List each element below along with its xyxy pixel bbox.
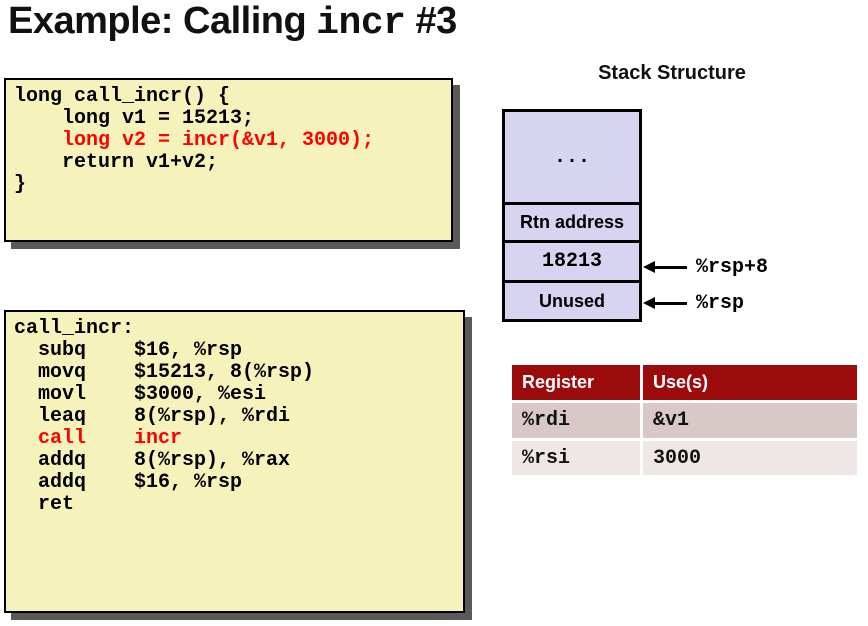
pointer-label: %rsp+8 [696, 255, 769, 279]
register-table-header-register: Register [512, 365, 640, 400]
assembly-code-block: call_incr: subq $16, %rsp movq $15213, 8… [4, 310, 465, 613]
register-table-cell: &v1 [643, 403, 857, 438]
pointer-label: %rsp [696, 291, 745, 315]
pointer-rsp: %rsp [643, 291, 745, 315]
code-line: movl $3000, %esi [14, 383, 267, 406]
stack-cell-ellipsis: ... [505, 112, 639, 202]
title-suffix: #3 [405, 0, 458, 42]
stack-structure-heading: Stack Structure [598, 62, 746, 84]
code-line: addq 8(%rsp), %rax [14, 449, 291, 472]
code-line: movq $15213, 8(%rsp) [14, 361, 315, 384]
register-table-cell: %rdi [512, 403, 640, 438]
stack-diagram: ... Rtn address 18213 Unused [502, 109, 642, 322]
code-line: addq $16, %rsp [14, 471, 243, 494]
code-line: long v1 = 15213; [14, 107, 255, 130]
title-prefix: Example: Calling [8, 0, 317, 42]
left-arrow-icon [643, 297, 687, 309]
title-code-word: incr [316, 2, 406, 45]
code-line: long call_incr() { [14, 85, 231, 108]
code-line-highlighted: call incr [14, 427, 183, 450]
left-arrow-icon [643, 261, 687, 273]
stack-cell-unused: Unused [505, 280, 639, 319]
register-table-cell: 3000 [643, 441, 857, 475]
code-line: leaq 8(%rsp), %rdi [14, 405, 291, 428]
register-table-cell: %rsi [512, 441, 640, 475]
page-title: Example: Calling incr #3 [8, 0, 457, 45]
code-line: ret [14, 493, 75, 516]
pointer-rsp-plus-8: %rsp+8 [643, 255, 769, 279]
code-line: call_incr: [14, 317, 135, 340]
code-line: subq $16, %rsp [14, 339, 243, 362]
c-code-block: long call_incr() { long v1 = 15213; long… [4, 78, 453, 242]
stack-cell-value: 18213 [505, 240, 639, 280]
code-line: } [14, 173, 27, 196]
register-table-header-uses: Use(s) [643, 365, 857, 400]
stack-cell-rtn-address: Rtn address [505, 202, 639, 240]
code-line-highlighted: long v2 = incr(&v1, 3000); [14, 129, 375, 152]
register-table: Register Use(s) %rdi &v1 %rsi 3000 [512, 365, 857, 475]
code-line: return v1+v2; [14, 151, 219, 174]
